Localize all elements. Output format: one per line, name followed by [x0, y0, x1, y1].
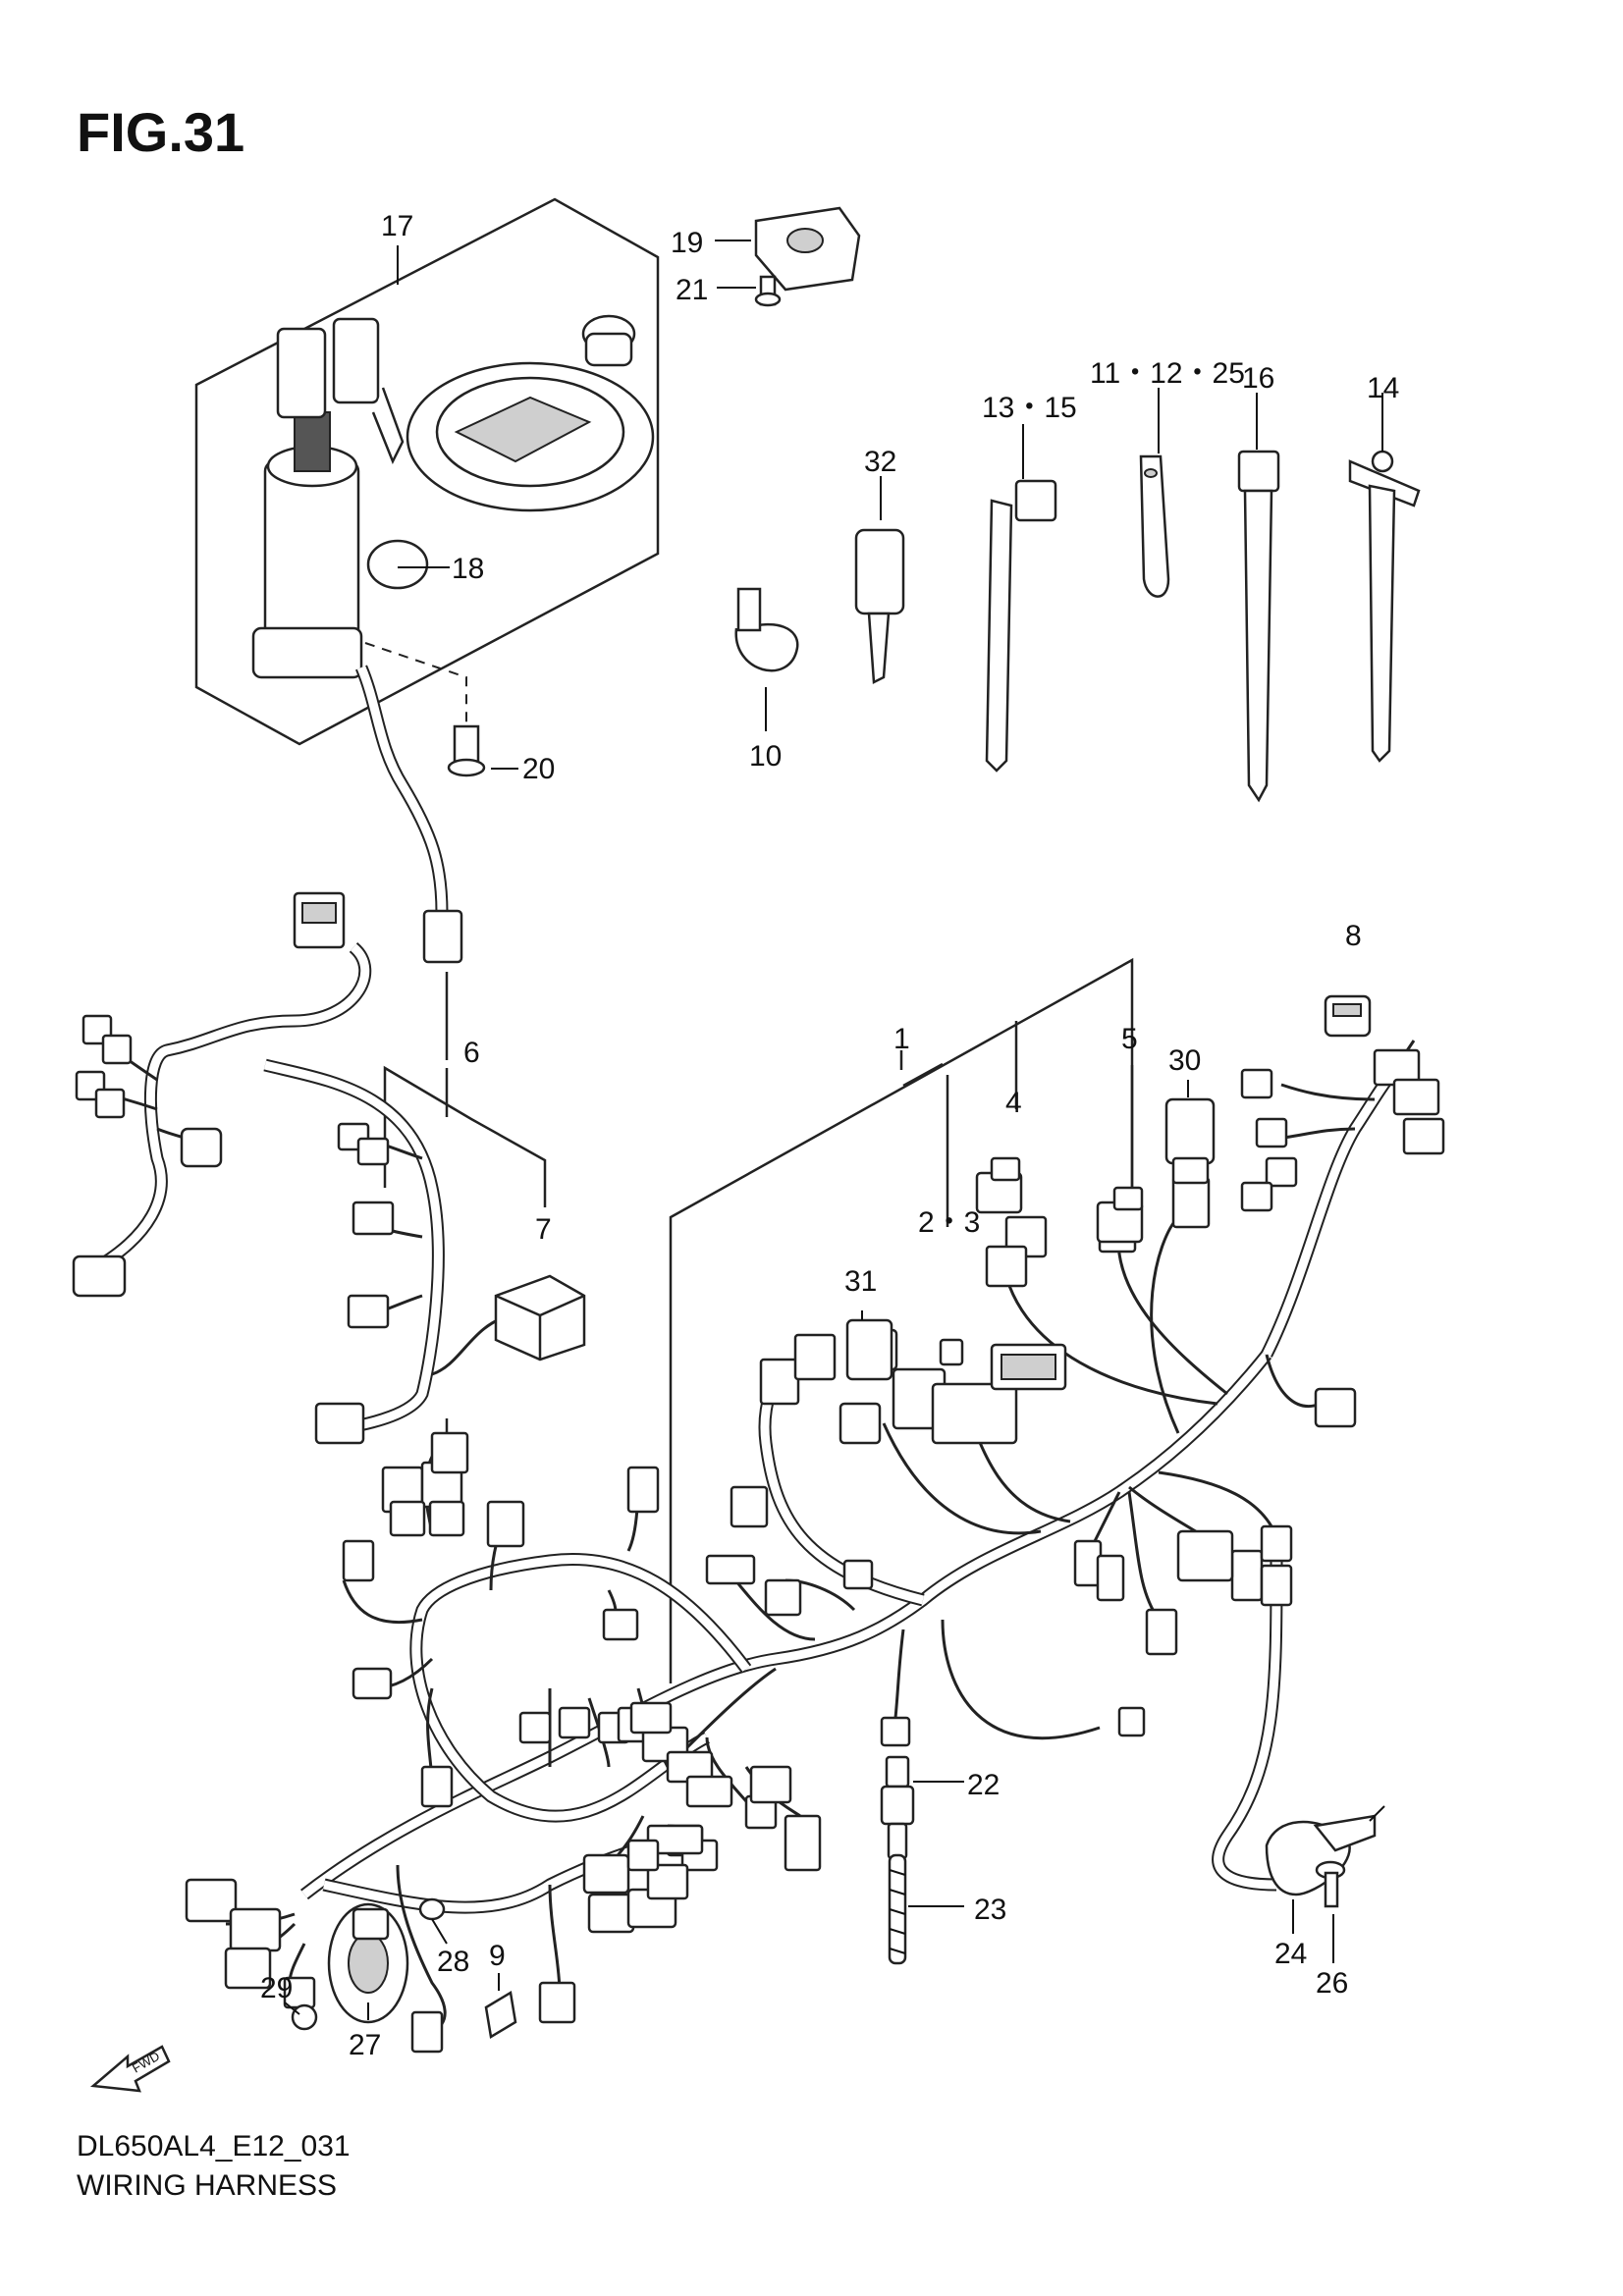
callout-26: 26 [1316, 1967, 1348, 2000]
callout-6: 6 [463, 1037, 480, 1069]
callout-32: 32 [864, 446, 896, 478]
callout-19: 19 [671, 227, 703, 259]
cable-tie-13-15 [985, 479, 1057, 773]
callout-14: 14 [1367, 372, 1399, 404]
key-32 [854, 528, 905, 684]
relay-31 [845, 1318, 893, 1381]
callout-31: 31 [844, 1265, 877, 1298]
spring-23 [888, 1853, 907, 1965]
callout-4: 4 [1005, 1087, 1022, 1119]
relay-30 [1164, 1097, 1216, 1185]
callout-1: 1 [893, 1023, 910, 1055]
callout-7: 7 [535, 1213, 552, 1246]
connector-8 [1324, 994, 1372, 1038]
nut-29 [291, 2003, 318, 2031]
callout-17: 17 [381, 210, 413, 242]
switch-22 [880, 1755, 915, 1860]
clamp-11-12-25 [1139, 454, 1170, 598]
screw-26 [1315, 1860, 1346, 1908]
figure-name: WIRING HARNESS [77, 2169, 338, 2202]
screw-21 [754, 275, 782, 307]
callout-18: 18 [452, 553, 484, 585]
callout-22: 22 [967, 1769, 1000, 1801]
fuse-2-3 [939, 1338, 964, 1366]
horn-27 [327, 1902, 409, 2024]
callout-9: 9 [489, 1940, 506, 1972]
callout-11-12-25: 11・12・25 [1090, 357, 1245, 390]
callout-8: 8 [1345, 920, 1362, 952]
fuel-cap-lock [406, 361, 655, 512]
cable-tie-16 [1237, 450, 1280, 803]
screw-20 [447, 724, 486, 777]
callout-5: 5 [1121, 1023, 1138, 1055]
callout-29: 29 [260, 1972, 293, 2004]
fwd-arrow-icon: FWD [89, 2045, 171, 2093]
bracket-9 [484, 1990, 517, 2040]
relay-7 [494, 1274, 586, 1362]
callout-16: 16 [1242, 362, 1274, 395]
ignition-switch [251, 317, 429, 679]
callout-23: 23 [974, 1894, 1006, 1926]
sub-harness-6 [72, 891, 512, 1445]
main-harness-frame [669, 957, 1134, 1683]
callout-21: 21 [676, 274, 708, 306]
fuse-box-4 [975, 1156, 1023, 1214]
seat-lock-cylinder [581, 314, 636, 367]
cable-tie-14 [1348, 450, 1421, 763]
callout-10: 10 [749, 740, 782, 773]
callout-2-3: 2・3 [918, 1206, 980, 1239]
lock-set-frame [194, 197, 660, 746]
callout-20: 20 [522, 753, 555, 785]
clamp-10 [734, 587, 799, 672]
fuse-box-5 [1096, 1186, 1144, 1244]
callout-28: 28 [437, 1946, 469, 1978]
cover-plate-19 [754, 206, 861, 292]
main-harness-1 [185, 1040, 1445, 2054]
figure-title: FIG.31 [77, 101, 245, 163]
callout-13-15: 13・15 [982, 392, 1077, 424]
callout-30: 30 [1168, 1044, 1201, 1077]
callout-24: 24 [1274, 1938, 1307, 1970]
screw-28 [418, 1897, 446, 1921]
callout-27: 27 [349, 2029, 381, 2061]
figure-code: DL650AL4_E12_031 [77, 2130, 351, 2163]
